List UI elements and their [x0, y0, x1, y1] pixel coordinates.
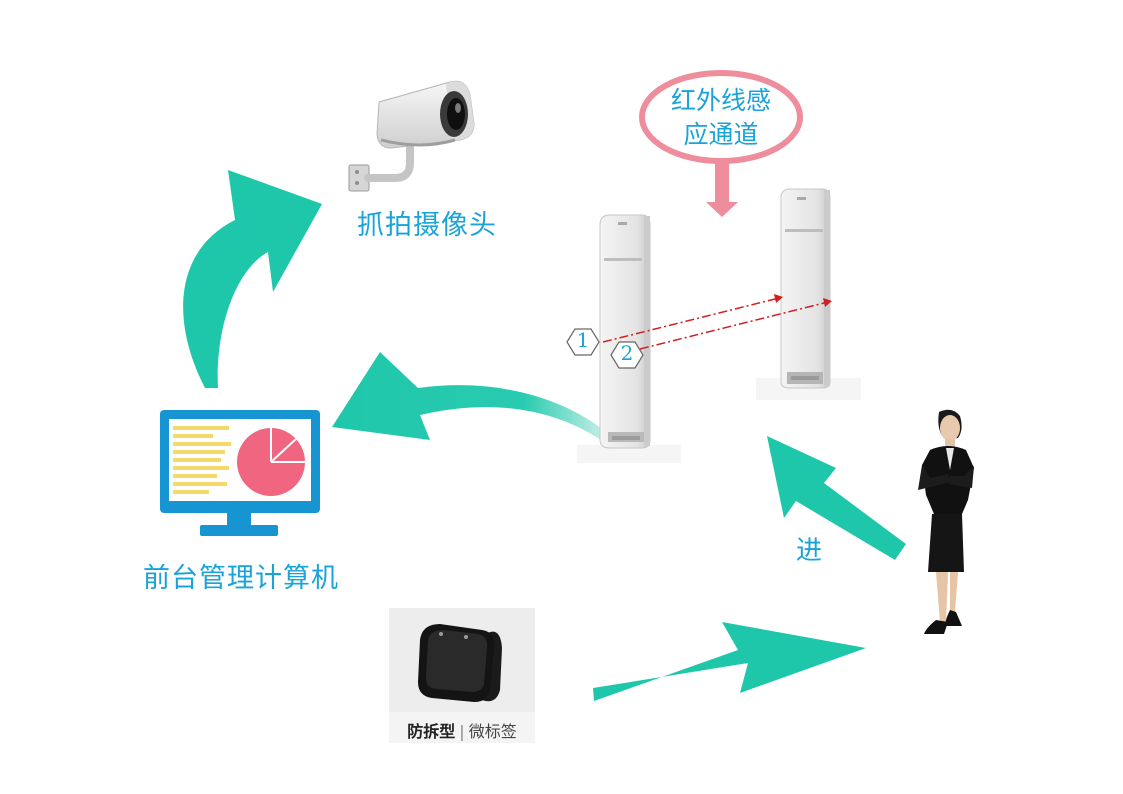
arrow-person-to-gate — [767, 436, 906, 560]
hexagon-marker-2 — [610, 341, 644, 369]
channel-label-line2: 应通道 — [683, 120, 759, 149]
tag-separator: | — [459, 722, 465, 741]
tag-name: 微标签 — [468, 722, 517, 741]
marker-number-2: 2 — [620, 341, 634, 365]
infrared-beams — [602, 294, 832, 350]
camera-icon — [348, 80, 475, 192]
arrow-gate-to-computer — [332, 352, 606, 442]
tamper-proof-tag-photo — [389, 608, 535, 743]
enter-label: 进 — [796, 536, 824, 566]
marker-number-1: 1 — [576, 328, 590, 352]
camera-label: 抓拍摄像头 — [357, 210, 497, 241]
rfid-gate-right — [756, 188, 861, 400]
hexagon-marker-1 — [566, 328, 600, 356]
tag-type: 防拆型 — [407, 722, 456, 741]
channel-label: 红外线感 应通道 — [650, 84, 792, 152]
monitor-bar-lines — [173, 426, 231, 494]
tag-caption: 防拆型|微标签 — [389, 718, 535, 742]
channel-label-line1: 红外线感 — [670, 86, 771, 115]
rfid-gate-left — [577, 214, 681, 463]
computer-label: 前台管理计算机 — [143, 563, 339, 594]
arrow-computer-to-camera — [183, 170, 322, 388]
arrow-tag-to-person — [593, 622, 866, 701]
channel-callout-bubble — [639, 70, 803, 217]
person-figure — [918, 409, 974, 634]
computer-monitor-icon — [160, 410, 320, 536]
monitor-pie-icon — [237, 428, 305, 496]
